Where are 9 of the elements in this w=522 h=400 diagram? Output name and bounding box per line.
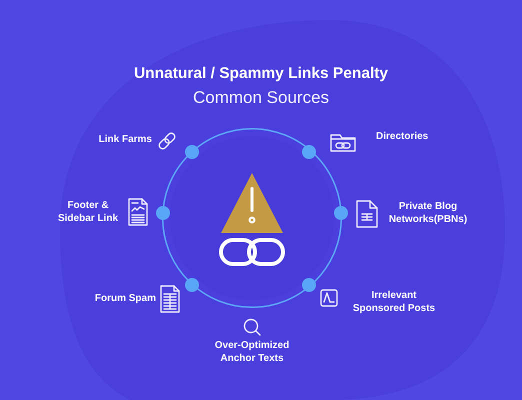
subtitle: Common Sources: [192, 87, 330, 108]
title: Unnatural / Spammy Links Penalty: [132, 64, 390, 84]
category-label: Over-Optimized Anchor Texts: [214, 339, 290, 365]
category-label: Footer & Sidebar Link: [56, 199, 119, 225]
category-label: Directories: [376, 130, 430, 143]
category-label: Link Farms: [98, 133, 152, 146]
category-label: Forum Spam: [94, 292, 156, 305]
category-label: Irrelevant Sponsored Posts: [352, 289, 436, 315]
category-label: Private Blog Networks(PBNs): [388, 200, 468, 226]
